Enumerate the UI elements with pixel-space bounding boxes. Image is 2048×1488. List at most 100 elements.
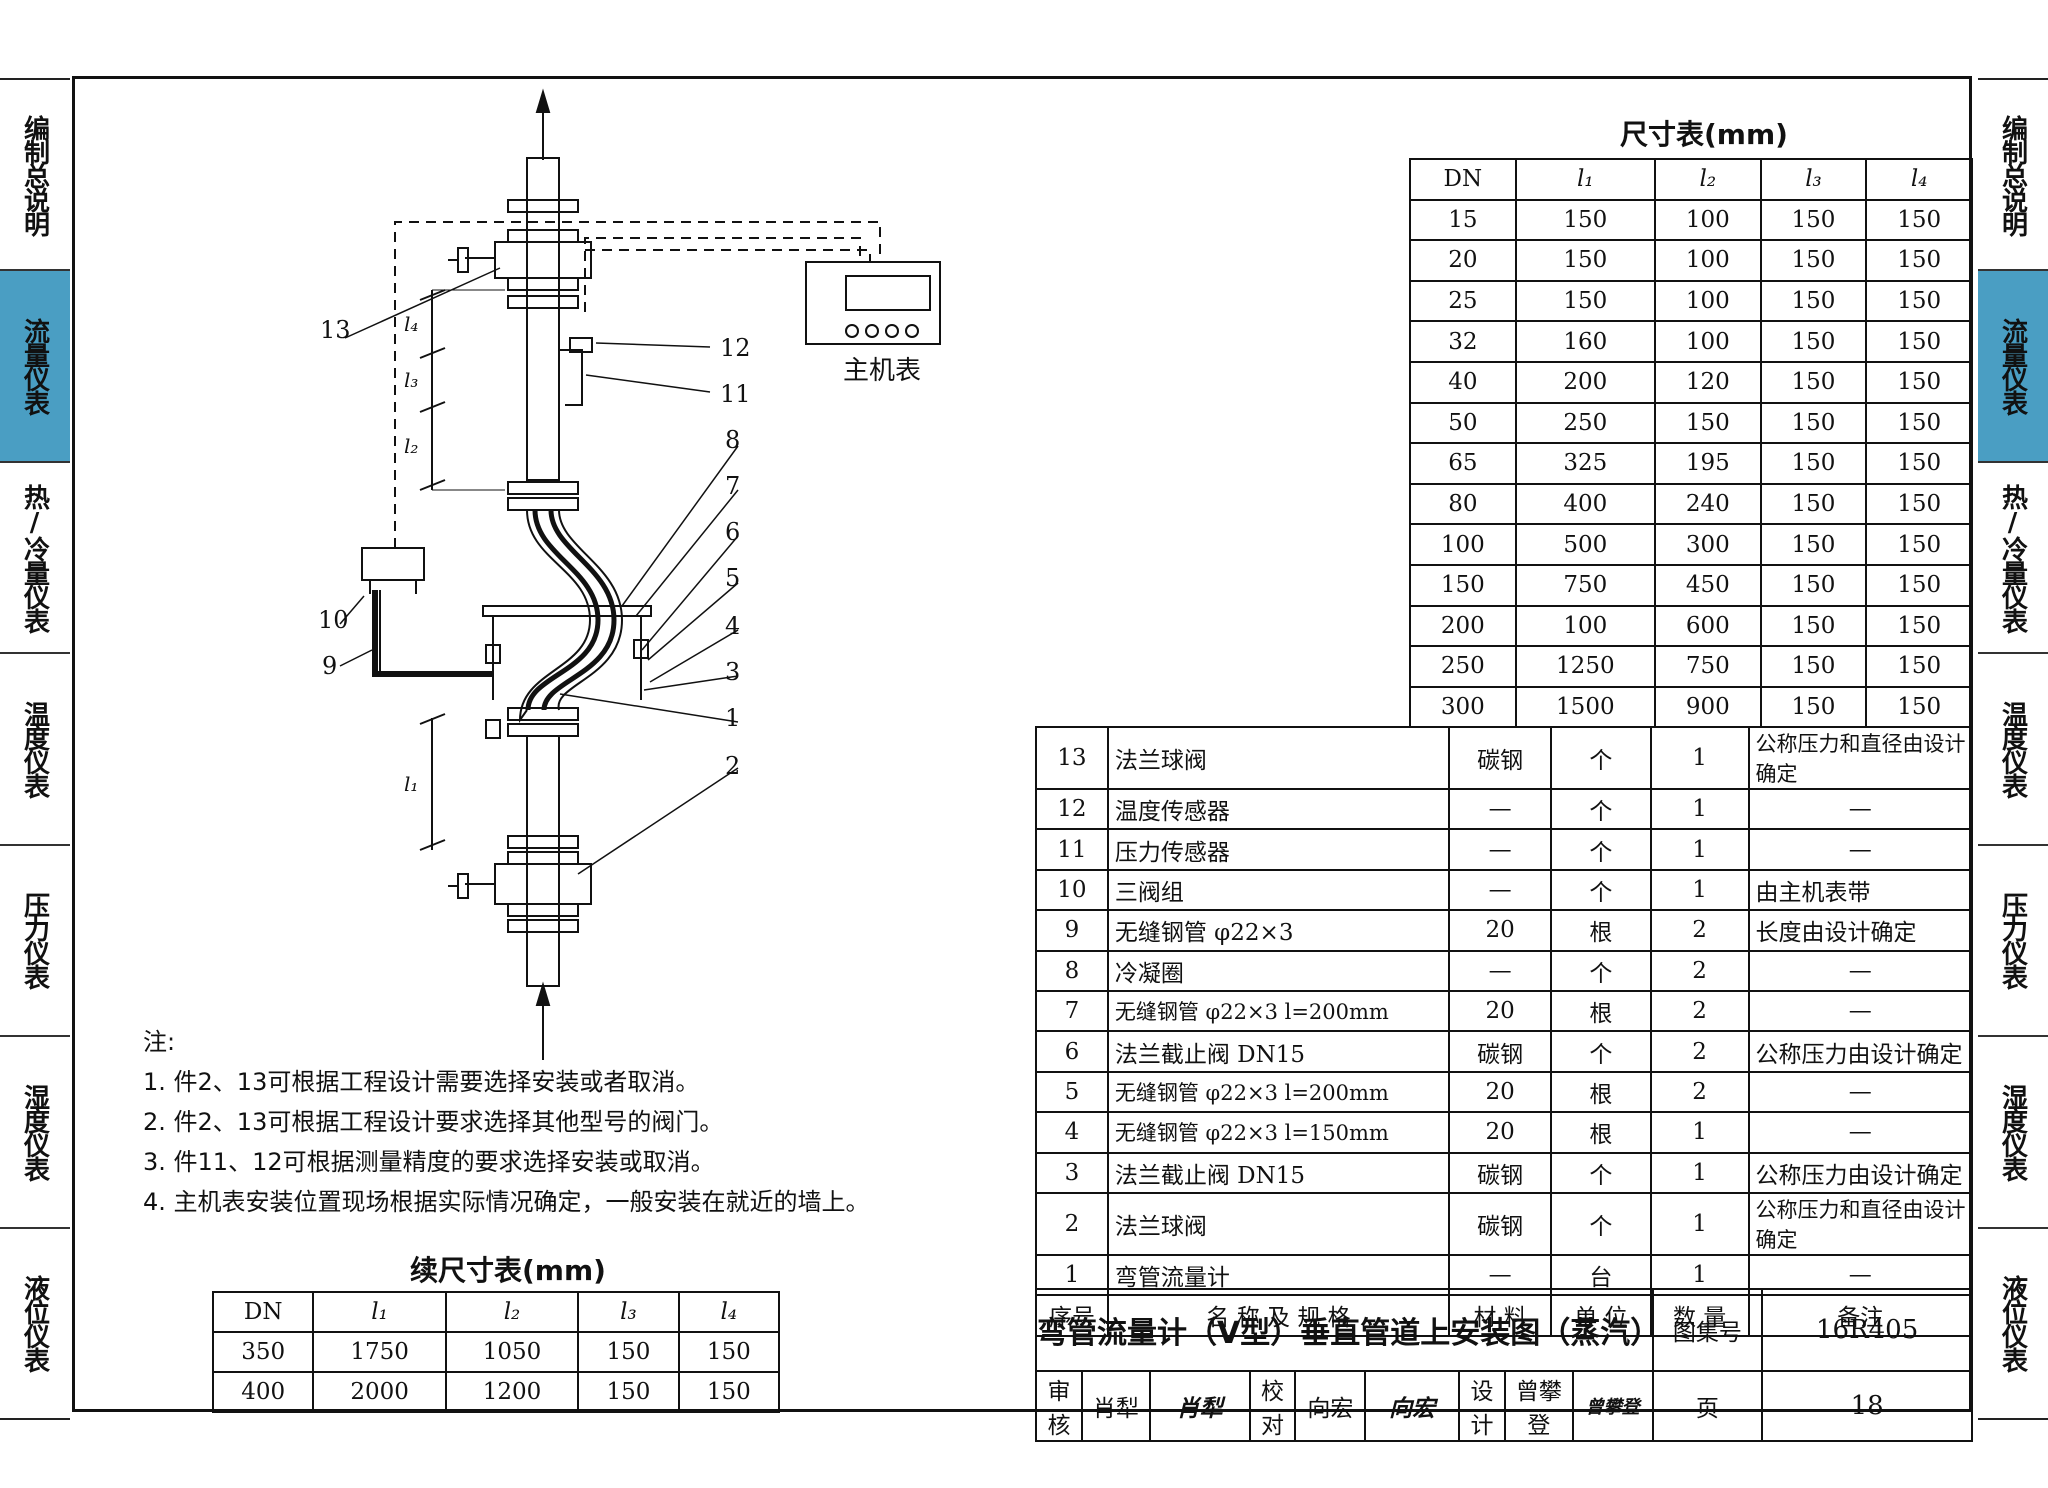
cell: — [1747, 787, 1974, 831]
dim-label-l1: l₁ [404, 772, 419, 796]
cell: 350 [211, 1331, 315, 1373]
cell: 无缝钢管 φ22×3 l=150mm [1106, 1111, 1451, 1154]
cell: 100 [1409, 523, 1517, 566]
flange [507, 295, 579, 309]
cell: 碳钢 [1448, 1151, 1552, 1194]
cell: — [1747, 949, 1974, 992]
cell: 12 [1035, 787, 1109, 831]
flange [507, 919, 579, 933]
cell: 法兰截止阀 DN15 [1106, 1030, 1451, 1073]
cell: 1750 [312, 1331, 447, 1373]
cell: 150 [1514, 279, 1657, 323]
sidebar-tab-flow[interactable]: 流量仪表 [1978, 271, 2048, 463]
atlas-label: 图集号 [1651, 1288, 1764, 1372]
cell: 250 [1514, 401, 1657, 445]
host-meter-screen [845, 275, 931, 311]
notes-title: 注: [143, 1028, 176, 1056]
cell: 法兰球阀 [1106, 726, 1451, 790]
cell: 750 [1654, 645, 1762, 688]
dim-table-title: 尺寸表(mm) [1620, 118, 1788, 151]
cell: — [1448, 949, 1552, 992]
dim-label-l4: l₄ [404, 312, 419, 336]
three-valve-group-10 [361, 547, 425, 581]
callout-5: 5 [725, 564, 741, 592]
cell: 个 [1549, 726, 1652, 790]
valve-2-body [494, 863, 592, 905]
sidebar-tab-heat[interactable]: 热/冷量仪表 [0, 463, 70, 655]
callout-12: 12 [720, 334, 751, 362]
sidebar-tab-humidity[interactable]: 湿度仪表 [1978, 1037, 2048, 1229]
sidebar-tab-pressure[interactable]: 压力仪表 [0, 846, 70, 1038]
cell: — [1448, 828, 1552, 871]
title-row: 弯管流量计（V型）垂直管道上安装图（蒸汽） 图集号 16R405 [1035, 1288, 1973, 1372]
checker-name: 向宏 [1294, 1370, 1367, 1442]
cell: 150 [1865, 563, 1973, 607]
sidebar-tab-general[interactable]: 编制总说明 [1978, 80, 2048, 272]
sidebar-tab-level[interactable]: 液位仪表 [19, 1275, 50, 1372]
left-sidebar: 编制总说明 流量仪表 热/冷量仪表 温度仪表 压力仪表 湿度仪表 液位仪表 [0, 78, 70, 1420]
cell: 100 [1514, 604, 1657, 648]
cell: 150 [1865, 482, 1973, 526]
callout-2: 2 [725, 752, 741, 780]
cell: 150 [1865, 523, 1973, 566]
sidebar-tab-general[interactable]: 编制总说明 [0, 80, 70, 272]
cell: 碳钢 [1448, 726, 1552, 790]
cell: 40 [1409, 360, 1517, 404]
cell: 冷凝圈 [1106, 949, 1451, 992]
cell: 长度由设计确定 [1747, 909, 1974, 952]
bend-flowmeter-outer [518, 509, 592, 724]
cell: 1 [1649, 726, 1750, 790]
cell: 150 [677, 1371, 781, 1413]
cell: 温度传感器 [1106, 787, 1451, 831]
cell: 150 [1759, 685, 1868, 729]
cell: 300 [1409, 685, 1517, 729]
cell: 碳钢 [1448, 1191, 1552, 1256]
atlas-number: 16R405 [1761, 1288, 1973, 1372]
cell: 150 [1759, 320, 1868, 363]
valve-13-handle [457, 247, 469, 273]
callout-8: 8 [725, 426, 741, 454]
cell: 65 [1409, 442, 1517, 485]
sidebar-tab-flow[interactable]: 流量仪表 [0, 271, 70, 463]
cell: 32 [1409, 320, 1517, 363]
cell: 150 [1759, 563, 1868, 607]
table-header-row: DN l₁ l₂ l₃ l₄ [1409, 158, 1973, 201]
callout-1: 1 [725, 704, 741, 732]
cell: 150 [677, 1331, 781, 1373]
impulse-tube-9 [372, 590, 493, 677]
sidebar-tab-level[interactable]: 液位仪表 [1997, 1275, 2028, 1372]
sidebar-tab-temperature[interactable]: 温度仪表 [1978, 654, 2048, 846]
cell: — [1448, 787, 1552, 831]
dim-label-l2: l₂ [404, 434, 419, 458]
cell: 7 [1035, 989, 1109, 1033]
cell: 无缝钢管 φ22×3 l=200mm [1106, 989, 1451, 1033]
cell: 240 [1654, 482, 1762, 526]
sidebar-tab-pressure[interactable]: 压力仪表 [1978, 846, 2048, 1038]
reviewer-signature: 肖犁 [1148, 1370, 1251, 1442]
cell: 100 [1654, 279, 1762, 323]
cell: 150 [1865, 360, 1973, 404]
cell: 450 [1654, 563, 1762, 607]
cell: 50 [1409, 401, 1517, 445]
cell: 150 [1865, 645, 1973, 688]
sidebar-tab-temperature[interactable]: 温度仪表 [0, 654, 70, 846]
sidebar-tab-humidity[interactable]: 湿度仪表 [0, 1037, 70, 1229]
header-cell: l₂ [444, 1291, 580, 1333]
sidebar-tab-heat[interactable]: 热/冷量仪表 [1978, 463, 2048, 655]
cell: 150 [1865, 279, 1973, 323]
cell: — [1747, 1070, 1974, 1114]
cell: 法兰截止阀 DN15 [1106, 1151, 1451, 1194]
cell: 20 [1448, 1111, 1552, 1154]
cell: 根 [1549, 989, 1652, 1033]
flange [507, 723, 579, 737]
cell: 150 [1759, 360, 1868, 404]
cell: 20 [1409, 239, 1517, 282]
cell: 150 [1514, 198, 1657, 242]
cell: 2 [1649, 909, 1750, 952]
